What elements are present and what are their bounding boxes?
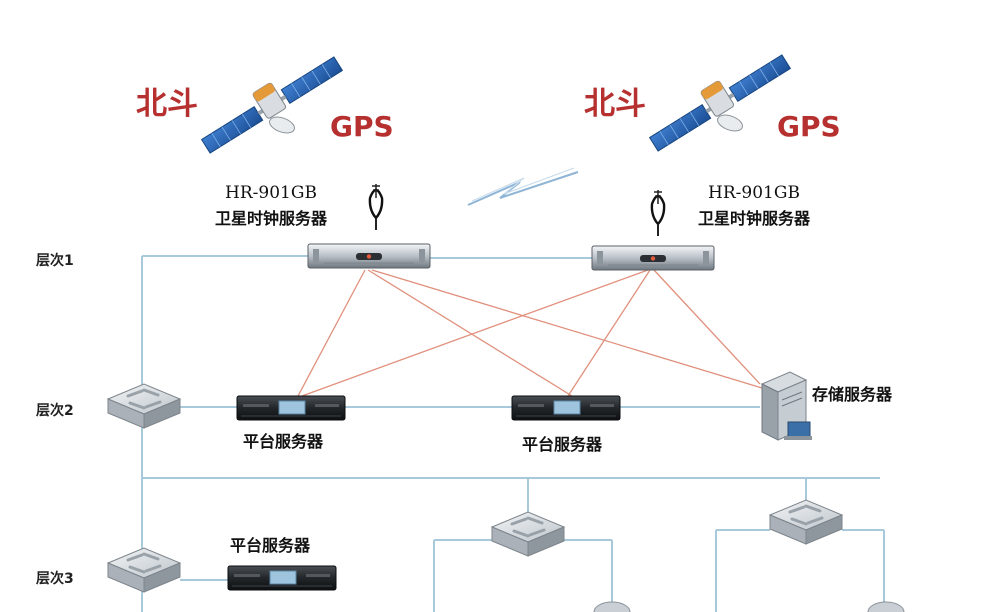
platform-server-3-label: 平台服务器 [230,536,311,555]
platform-server-1-label: 平台服务器 [243,432,324,451]
layer-2-label: 层次2 [36,403,74,419]
satellite-icon [649,54,791,152]
gps-label-1: GPS [330,110,394,143]
switch-icon [768,498,844,546]
storage-server-label: 存储服务器 [812,385,893,404]
clock-server-1-model: HR-901GB [225,183,317,203]
beidou-label-1: 北斗 [136,86,198,122]
antenna-icon [368,182,384,232]
clock-server-1-name: 卫星时钟服务器 [214,209,327,228]
end-device-icon [867,601,905,612]
clock-server-2-model: HR-901GB [708,183,800,203]
satellite-icon [201,56,343,154]
platform-server-3-device [227,565,337,591]
layer-3-label: 层次3 [36,571,74,587]
platform-server-2-device [511,395,621,421]
beidou-label-2: 北斗 [584,86,646,122]
clock-server-2-device [591,245,715,271]
gps-label-2: GPS [777,110,841,143]
end-device-icon [593,601,631,612]
clock-server-1-label: HR-901GB 卫星时钟服务器 [196,180,346,232]
switch-icon [106,546,182,594]
clock-server-2-name: 卫星时钟服务器 [697,209,810,228]
clock-server-1-device [307,243,431,269]
layer-1-label: 层次1 [36,253,74,269]
platform-server-1-device [236,395,346,421]
switch-icon [490,510,566,558]
sync-lines [297,269,763,397]
clock-server-2-label: HR-901GB 卫星时钟服务器 [674,180,834,232]
switch-icon [106,382,182,430]
antenna-icon [650,188,666,238]
storage-server-icon [760,371,812,441]
platform-server-2-label: 平台服务器 [522,435,603,454]
wireless-link-icon [467,171,579,206]
network-lines [141,255,885,612]
